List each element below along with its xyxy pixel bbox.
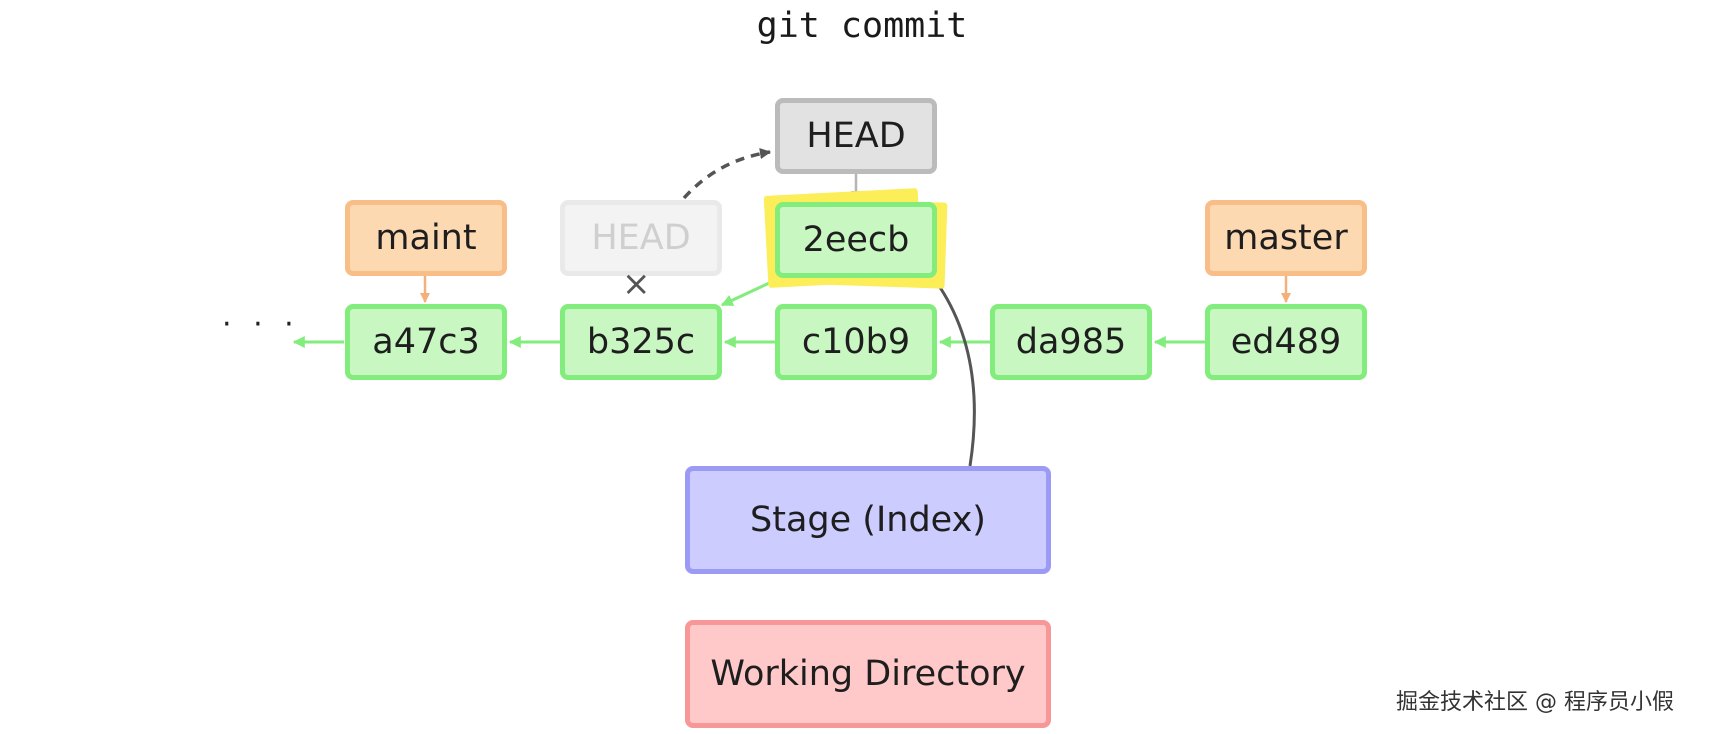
commit-ed489: ed489 <box>1205 304 1367 380</box>
diagram-title: git commit <box>756 6 968 46</box>
working-directory-box: Working Directory <box>685 620 1051 728</box>
head-label: HEAD <box>775 98 937 174</box>
head-label-previous: HEAD <box>560 200 722 276</box>
branch-master: master <box>1205 200 1367 276</box>
commit-2eecb: 2eecb <box>775 202 937 278</box>
arrow-head-move <box>682 148 772 200</box>
branch-maint: maint <box>345 200 507 276</box>
detached-x-mark: × <box>622 264 651 304</box>
arrow-stage-to-2eecb <box>930 275 976 467</box>
commit-a47c3: a47c3 <box>345 304 507 380</box>
commit-c10b9: c10b9 <box>775 304 937 380</box>
watermark-text: 掘金技术社区 @ 程序员小假 <box>1396 690 1674 715</box>
commit-da985: da985 <box>990 304 1152 380</box>
history-ellipsis: · · · <box>222 307 300 342</box>
commit-b325c: b325c <box>560 304 722 380</box>
stage-index-box: Stage (Index) <box>685 466 1051 574</box>
